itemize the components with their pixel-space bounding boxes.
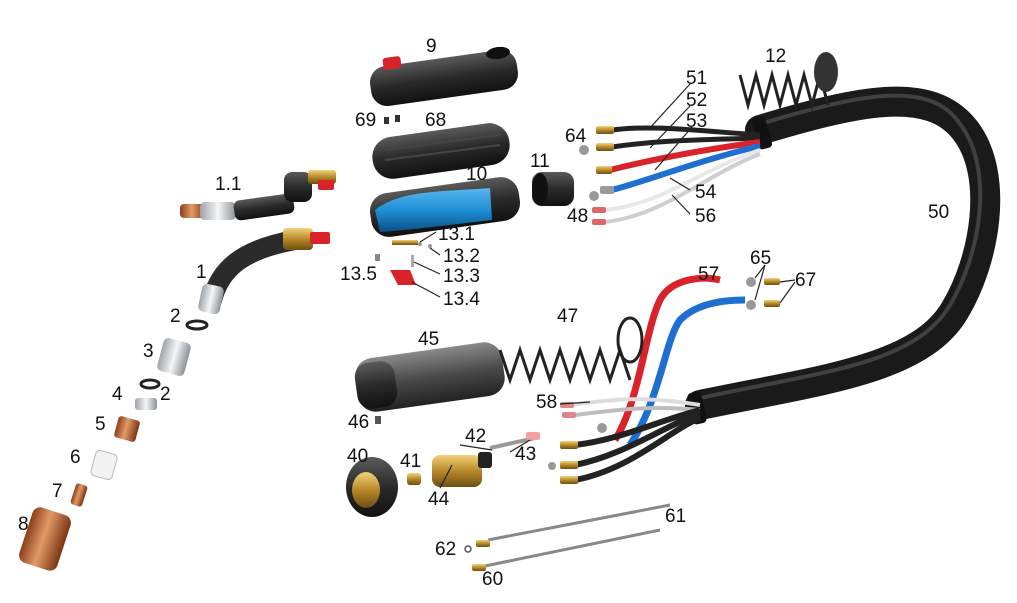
- label-40: 40: [347, 446, 368, 467]
- label-57: 57: [698, 264, 719, 285]
- label-62: 62: [435, 539, 456, 560]
- label-10: 10: [466, 164, 487, 185]
- label-65: 65: [750, 248, 771, 269]
- label-60: 60: [482, 569, 503, 590]
- label-45: 45: [418, 329, 439, 350]
- screw-46: [375, 416, 381, 424]
- upper-wire-bundle: [579, 125, 761, 225]
- torch-neck-1-1: [180, 170, 336, 221]
- swan-neck-1: [198, 228, 330, 315]
- label-69: 69: [355, 110, 376, 131]
- label-58: 58: [536, 392, 557, 413]
- trigger-13: [375, 240, 432, 285]
- label-6: 6: [70, 447, 81, 468]
- leader-lines: [411, 83, 796, 489]
- screws-69: [384, 115, 400, 124]
- label-42: 42: [465, 426, 486, 447]
- label-4: 4: [112, 384, 123, 405]
- label-3: 3: [143, 341, 154, 362]
- liners-60-62: [464, 503, 671, 571]
- label-1-1: 1.1: [215, 174, 241, 195]
- label-52: 52: [686, 90, 707, 111]
- part-labels: 9 12 51 52 53 69 68 64 11 10 1.1 54 50 4…: [18, 36, 949, 590]
- label-46: 46: [348, 412, 369, 433]
- label-13-5: 13.5: [340, 264, 377, 285]
- label-56: 56: [695, 206, 716, 227]
- label-53: 53: [686, 111, 707, 132]
- label-44: 44: [428, 489, 450, 510]
- spring-47: [498, 316, 644, 385]
- label-48: 48: [567, 206, 588, 227]
- label-43: 43: [515, 444, 536, 465]
- handle-shell-9: [370, 46, 518, 107]
- label-8: 8: [18, 514, 29, 535]
- lower-wire-bundle: [548, 274, 780, 484]
- connector-body-45: [354, 342, 505, 412]
- nipple-41: [407, 473, 421, 485]
- label-13-1: 13.1: [438, 224, 475, 245]
- label-9: 9: [426, 36, 437, 57]
- label-50: 50: [928, 202, 949, 223]
- label-11: 11: [530, 151, 550, 172]
- nut-40: [346, 457, 398, 517]
- label-12: 12: [765, 46, 786, 67]
- handle-10: [369, 177, 521, 237]
- label-47: 47: [557, 306, 578, 327]
- label-51: 51: [686, 68, 707, 89]
- label-5: 5: [95, 414, 106, 435]
- label-1: 1: [196, 262, 207, 283]
- label-2-bottom: 2: [160, 384, 171, 405]
- label-13-2: 13.2: [443, 246, 480, 267]
- label-54: 54: [695, 182, 717, 203]
- label-61: 61: [665, 506, 686, 527]
- label-7: 7: [52, 481, 63, 502]
- grip-68: [372, 123, 510, 179]
- spring-12: [738, 52, 838, 111]
- label-13-4: 13.4: [443, 289, 480, 310]
- label-41: 41: [400, 451, 421, 472]
- label-13-3: 13.3: [443, 266, 480, 287]
- label-68: 68: [425, 110, 446, 131]
- nut-11: [532, 172, 574, 206]
- label-64: 64: [565, 126, 587, 147]
- consumables: [19, 319, 209, 571]
- label-67: 67: [795, 270, 816, 291]
- label-2-top: 2: [170, 306, 181, 327]
